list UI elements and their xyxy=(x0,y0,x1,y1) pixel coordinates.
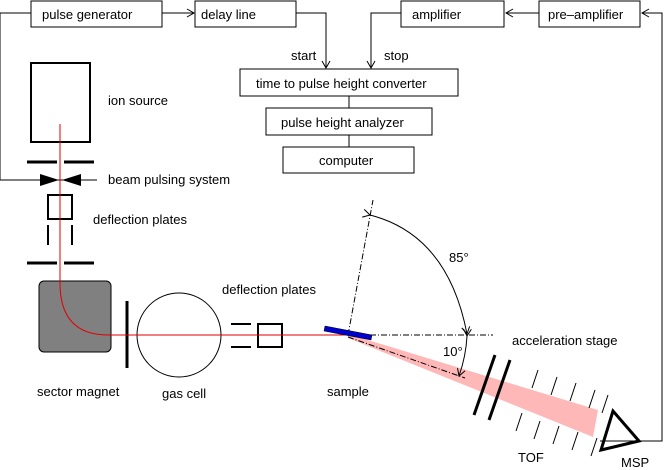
beam-pulsing-label: beam pulsing system xyxy=(108,172,230,187)
acceleration-stage xyxy=(472,354,512,421)
angle-10-label: 10° xyxy=(443,344,463,359)
stop-label: stop xyxy=(384,48,409,63)
sample-label: sample xyxy=(327,384,369,399)
delay-line-box: delay line xyxy=(194,0,297,28)
tof-drift-tube xyxy=(515,369,609,457)
angle-reference-lines xyxy=(347,199,493,379)
msp-label: MSP xyxy=(621,455,649,470)
amplifier-box: amplifier xyxy=(400,0,505,28)
pulser-right-electrode-icon xyxy=(62,174,81,186)
ion-source-label: ion source xyxy=(108,93,168,108)
tphc-box: time to pulse height converter xyxy=(239,68,459,97)
deflection-plates-1-label: deflection plates xyxy=(93,212,187,227)
scattered-beam xyxy=(348,334,598,437)
computer-label: computer xyxy=(319,153,374,168)
gas-cell-label: gas cell xyxy=(162,386,206,401)
amplifier-label: amplifier xyxy=(412,7,462,22)
pg-to-pulser-wire xyxy=(0,12,31,181)
delay-line-label: delay line xyxy=(201,7,256,22)
angle-85-label: 85° xyxy=(449,250,469,265)
sector-magnet-label: sector magnet xyxy=(37,384,120,399)
computer-box: computer xyxy=(282,146,415,174)
amp-to-stop-arrow xyxy=(366,12,401,70)
surface-normal-line xyxy=(347,199,374,336)
scattering-direction-line xyxy=(347,336,466,379)
pre-amplifier-box: pre–amplifier xyxy=(538,0,641,28)
pulser-left-electrode-icon xyxy=(40,174,59,186)
msp-to-preamp-wire xyxy=(600,8,663,442)
tof-label: TOF xyxy=(518,450,544,465)
delay-to-start-arrow xyxy=(296,12,331,70)
acceleration-stage-label: acceleration stage xyxy=(512,333,618,348)
primary-ion-beam xyxy=(59,124,345,336)
pha-label: pulse height analyzer xyxy=(281,115,405,130)
pulse-generator-label: pulse generator xyxy=(42,7,133,22)
beam-pulsing-system xyxy=(0,174,97,186)
start-label: start xyxy=(291,48,317,63)
pre-amplifier-label: pre–amplifier xyxy=(548,7,624,22)
angle-arc-10 xyxy=(457,328,472,377)
tphc-label: time to pulse height converter xyxy=(256,76,427,91)
sample xyxy=(323,325,373,341)
pha-box: pulse height analyzer xyxy=(265,107,433,136)
msp-detector xyxy=(598,407,642,453)
deflection-plates-2-label: deflection plates xyxy=(222,282,316,297)
angle-arc-85 xyxy=(362,209,471,335)
sector-magnet xyxy=(38,280,112,353)
pulse-generator-box: pulse generator xyxy=(30,0,163,28)
